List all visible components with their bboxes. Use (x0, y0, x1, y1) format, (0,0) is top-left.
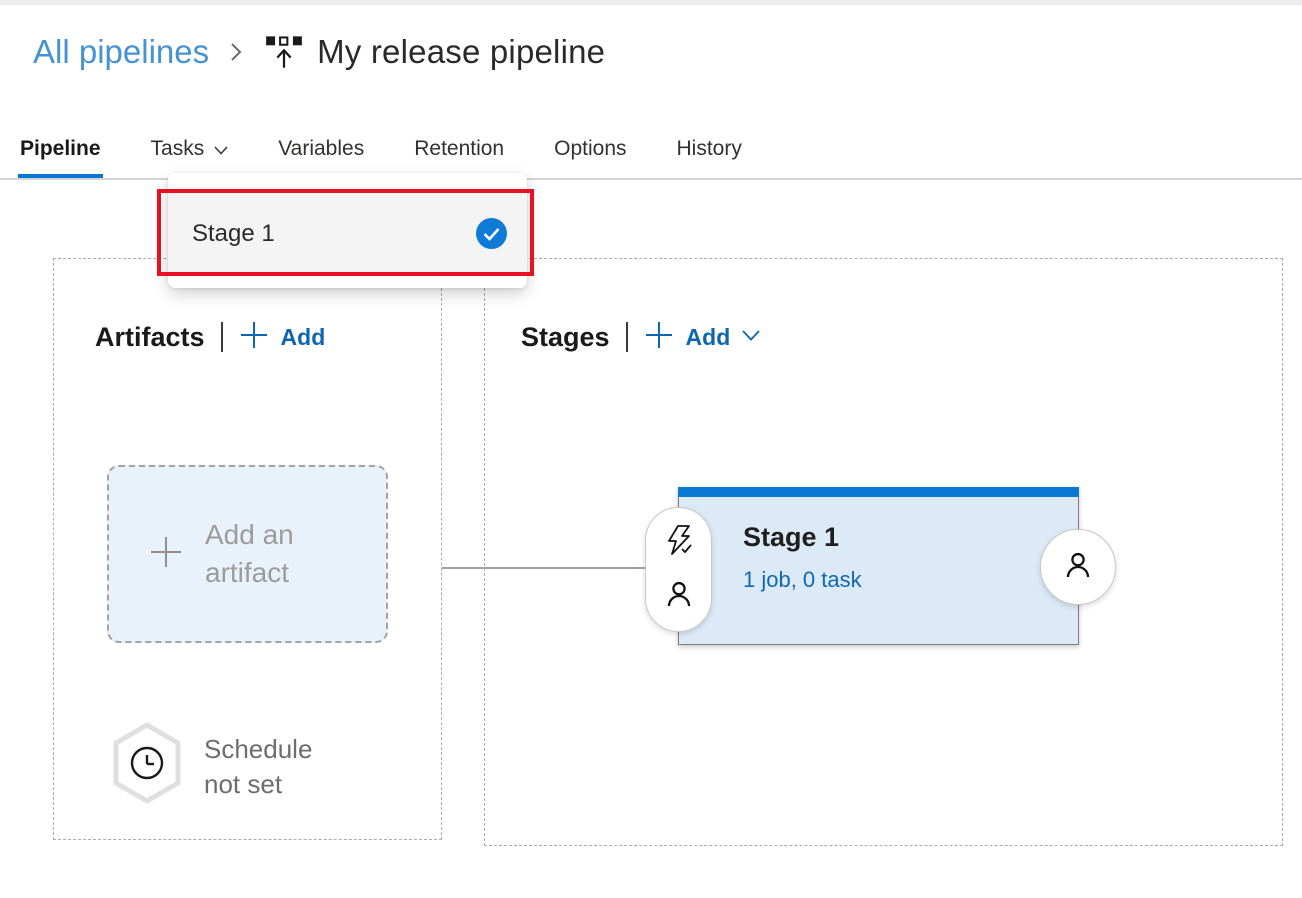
person-icon (663, 578, 695, 615)
stages-header: Stages Add (521, 317, 760, 357)
plus-icon (239, 320, 269, 355)
stage-card[interactable]: Stage 1 1 job, 0 task (678, 487, 1079, 645)
tasks-dropdown-menu: Stage 1 (168, 173, 527, 288)
add-artifact-label: Add (280, 323, 326, 350)
stages-title: Stages (521, 321, 610, 352)
chevron-down-icon (214, 137, 228, 161)
artifacts-header: Artifacts Add (95, 317, 325, 357)
tab-tasks-label: Tasks (150, 137, 205, 160)
tab-pipeline-label: Pipeline (20, 137, 101, 160)
tab-tasks[interactable]: Tasks (149, 120, 231, 178)
tab-retention-label: Retention (414, 137, 505, 160)
tab-history-label: History (676, 137, 742, 160)
schedule-status-label: Schedule not set (204, 734, 313, 800)
header-divider (220, 322, 223, 352)
add-artifact-placeholder-label: Add an artifact (205, 519, 294, 588)
chevron-right-icon (229, 40, 243, 64)
tab-pipeline[interactable]: Pipeline (18, 120, 103, 178)
stage-card-topbar (678, 487, 1079, 497)
tabbar-divider (0, 178, 1302, 180)
stage-card-body: Stage 1 1 job, 0 task (743, 522, 862, 593)
pre-deployment-conditions-button[interactable] (645, 507, 712, 632)
header-divider (625, 322, 628, 352)
dropdown-item-label: Stage 1 (192, 219, 275, 247)
tab-retention[interactable]: Retention (412, 120, 506, 178)
checkmark-circle-icon (476, 218, 507, 249)
clock-hexagon-icon (112, 722, 182, 809)
breadcrumb-all-pipelines-link[interactable]: All pipelines (33, 33, 210, 70)
artifacts-title: Artifacts (95, 321, 205, 352)
tab-variables[interactable]: Variables (276, 120, 366, 178)
tasks-dropdown-item-stage-1[interactable]: Stage 1 (168, 191, 527, 276)
add-stage-button[interactable]: Add (644, 320, 761, 355)
add-stage-label: Add (685, 323, 731, 350)
plus-icon (644, 320, 674, 355)
tab-history[interactable]: History (675, 120, 744, 178)
chevron-down-icon (742, 328, 760, 346)
stage-jobs-tasks-link[interactable]: 1 job, 0 task (743, 567, 862, 592)
add-artifact-button[interactable]: Add (239, 320, 326, 355)
artifact-stage-connector-line (442, 567, 646, 569)
tab-options[interactable]: Options (552, 120, 628, 178)
tab-variables-label: Variables (278, 137, 365, 160)
stage-name: Stage 1 (743, 522, 840, 552)
page-title: My release pipeline (317, 33, 606, 70)
schedule-trigger[interactable]: Schedule not set (112, 722, 349, 809)
lightning-check-icon (665, 524, 693, 563)
add-artifact-placeholder[interactable]: Add an artifact (107, 465, 388, 643)
release-pipeline-icon (265, 33, 303, 71)
plus-icon (147, 533, 185, 576)
post-deployment-conditions-button[interactable] (1040, 529, 1116, 605)
tab-options-label: Options (554, 137, 627, 160)
breadcrumb: All pipelines My release pipeline (33, 26, 605, 78)
top-border (0, 0, 1302, 5)
tab-bar: Pipeline Tasks Variables Retention Optio… (18, 120, 744, 178)
person-icon (1062, 549, 1094, 586)
